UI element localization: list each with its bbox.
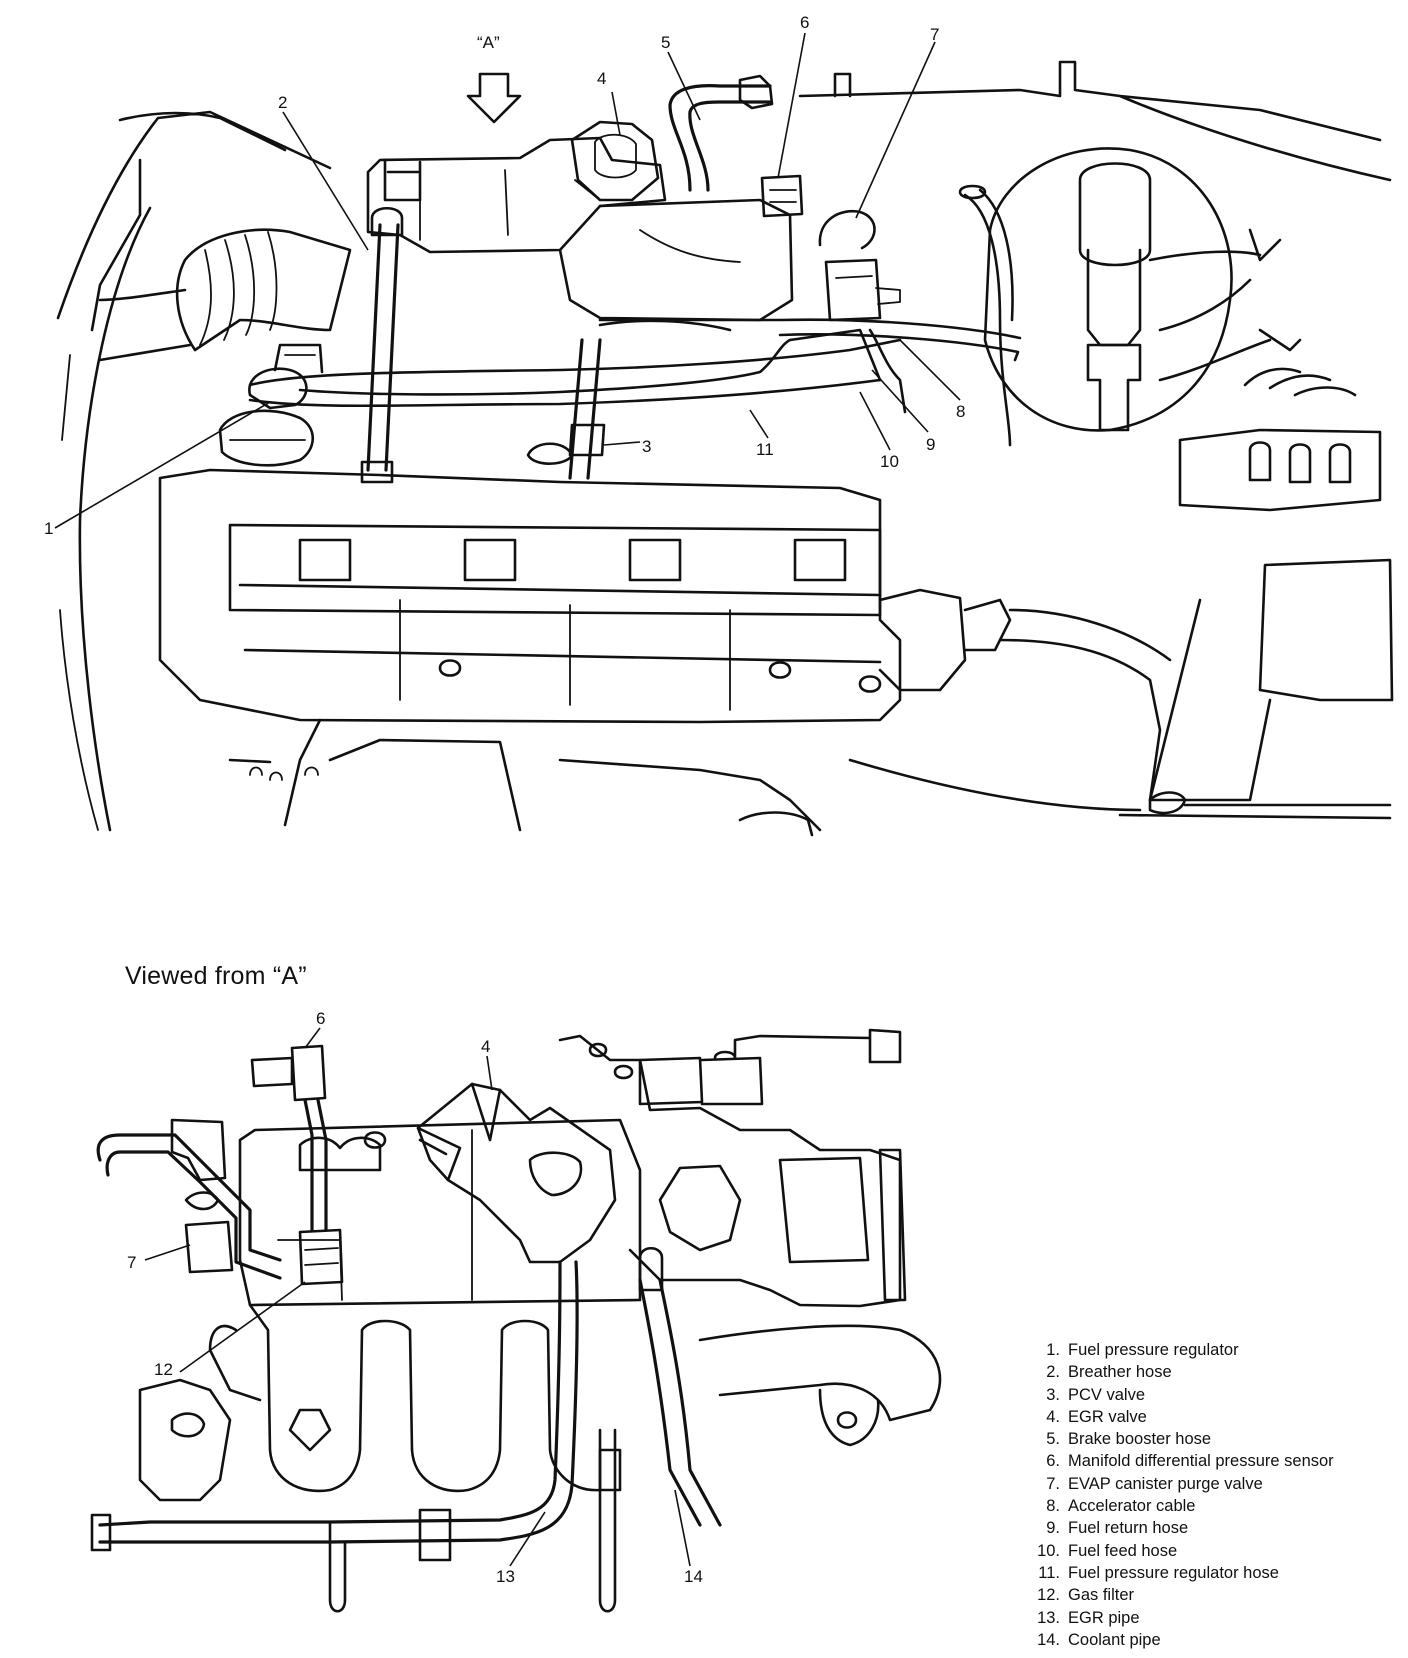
- evap-purge-valve-top: [818, 209, 901, 322]
- legend-item: 2. Breather hose: [1024, 1361, 1404, 1383]
- legend-item-label: PCV valve: [1068, 1385, 1146, 1404]
- legend-item: 9. Fuel return hose: [1024, 1517, 1404, 1539]
- legend-item-number: 6.: [1046, 1452, 1060, 1471]
- legend-item-number: 12.: [1037, 1586, 1060, 1605]
- evap-purge-valve-view-a: [96, 1118, 282, 1280]
- legend-item-label: Fuel pressure regulator hose: [1068, 1563, 1279, 1582]
- legend-item: 8. Accelerator cable: [1024, 1495, 1404, 1517]
- legend-item-label: EGR valve: [1068, 1407, 1147, 1426]
- map-sensor-top: [760, 174, 804, 218]
- legend-item: 5. Brake booster hose: [1024, 1428, 1404, 1450]
- left-fender-outline: [56, 110, 332, 832]
- legend-item: 10. Fuel feed hose: [1024, 1540, 1404, 1562]
- view-direction-arrow: “A”: [466, 33, 522, 124]
- legend-item-number: 7.: [1046, 1474, 1060, 1493]
- legend-item-number: 5.: [1046, 1430, 1060, 1449]
- brake-lines: [1148, 228, 1302, 382]
- legend-item: 12. Gas filter: [1024, 1584, 1404, 1606]
- radiator-hose-clip: [1118, 791, 1392, 820]
- egr-valve-top: [570, 120, 660, 202]
- egr-valve-view-a: [416, 1082, 617, 1264]
- throttle-body-view-a: [558, 1028, 907, 1308]
- fuel-pressure-regulator-hose: [298, 338, 792, 396]
- view-title: Viewed from “A”: [125, 962, 307, 990]
- legend-item: 6. Manifold differential pressure sensor: [1024, 1450, 1404, 1472]
- callout-bottom-12: 12: [154, 1360, 173, 1379]
- legend-item-number: 8.: [1046, 1497, 1060, 1516]
- legend-item: 11. Fuel pressure regulator hose: [1024, 1562, 1404, 1584]
- legend-item: 1. Fuel pressure regulator: [1024, 1339, 1404, 1361]
- callout-1: 1: [44, 519, 53, 538]
- callout-6: 6: [800, 13, 809, 32]
- legend-item-label: EVAP canister purge valve: [1068, 1474, 1263, 1493]
- intake-manifold-block: [366, 136, 794, 322]
- callout-5: 5: [661, 33, 670, 52]
- egr-pipe: [98, 1260, 579, 1544]
- callout-7: 7: [930, 25, 939, 44]
- fuel-feed-hose: [248, 378, 882, 408]
- pcv-hose: [568, 338, 602, 480]
- legend-item-label: EGR pipe: [1068, 1608, 1140, 1627]
- fuel-pressure-regulator: [248, 343, 324, 410]
- callout-2: 2: [278, 93, 287, 112]
- fuel-return-hose: [248, 338, 902, 387]
- callout-4: 4: [597, 69, 606, 88]
- callout-bottom-6: 6: [316, 1009, 325, 1028]
- view-marker-label: “A”: [477, 33, 500, 52]
- legend-item-label: Coolant pipe: [1068, 1630, 1161, 1649]
- legend-item-number: 9.: [1046, 1519, 1060, 1538]
- legend-item-number: 14.: [1037, 1630, 1060, 1649]
- gas-filter: [298, 1228, 344, 1286]
- legend-item-label: Brake booster hose: [1068, 1430, 1212, 1449]
- callout-bottom-13: 13: [496, 1567, 515, 1586]
- accelerator-cable: [598, 318, 1022, 362]
- legend-item-label: Fuel pressure regulator: [1068, 1341, 1239, 1359]
- engine-lower-block: [228, 718, 1142, 837]
- legend-item-number: 10.: [1037, 1541, 1060, 1560]
- legend-item-number: 2.: [1046, 1363, 1060, 1382]
- legend-item-label: Gas filter: [1068, 1586, 1135, 1605]
- legend-item-number: 13.: [1037, 1608, 1060, 1627]
- legend-item-label: Fuel feed hose: [1068, 1541, 1178, 1560]
- thermostat-housing: [878, 588, 1172, 802]
- legend-item-number: 11.: [1038, 1563, 1060, 1582]
- breather-hose: [366, 223, 400, 472]
- brake-booster: [958, 147, 1233, 447]
- callout-bottom-7: 7: [127, 1253, 136, 1272]
- left-flange: [138, 1378, 232, 1502]
- legend-item: 7. EVAP canister purge valve: [1024, 1473, 1404, 1495]
- legend-item: 3. PCV valve: [1024, 1384, 1404, 1406]
- legend-item-label: Fuel return hose: [1068, 1519, 1189, 1538]
- legend-item-number: 1.: [1046, 1341, 1060, 1359]
- legend-item: 4. EGR valve: [1024, 1406, 1404, 1428]
- engine-top-view: “A”: [44, 13, 1394, 837]
- brake-booster-hose: [668, 84, 772, 192]
- legend-item: 13. EGR pipe: [1024, 1607, 1404, 1629]
- intake-manifold-view-a: 6 4 7 12 13 14: [90, 1009, 942, 1613]
- legend-item-number: 4.: [1046, 1407, 1060, 1426]
- callout-8: 8: [956, 402, 965, 421]
- legend-item-label: Manifold differential pressure sensor: [1068, 1452, 1334, 1471]
- coolant-pipe: [638, 1278, 722, 1527]
- legend-item: 14. Coolant pipe: [1024, 1629, 1404, 1651]
- abs-unit: [1148, 367, 1394, 802]
- callout-11: 11: [756, 440, 774, 459]
- legend-item-label: Breather hose: [1068, 1363, 1172, 1382]
- parts-legend: 1. Fuel pressure regulator 2. Breather hose…: [1024, 1339, 1404, 1651]
- callout-9: 9: [926, 435, 935, 454]
- oil-filler-cap: [218, 409, 315, 467]
- cowl-top: [798, 60, 1392, 182]
- legend-item-number: 3.: [1046, 1385, 1060, 1404]
- callout-10: 10: [880, 452, 899, 471]
- callout-3: 3: [642, 437, 651, 456]
- air-intake-duct: [98, 228, 352, 362]
- callout-bottom-14: 14: [684, 1567, 703, 1586]
- callout-bottom-4: 4: [481, 1037, 490, 1056]
- cylinder-head-cover: [158, 468, 902, 724]
- outlet-pipe-right: [698, 1324, 942, 1447]
- legend-item-label: Accelerator cable: [1068, 1497, 1196, 1516]
